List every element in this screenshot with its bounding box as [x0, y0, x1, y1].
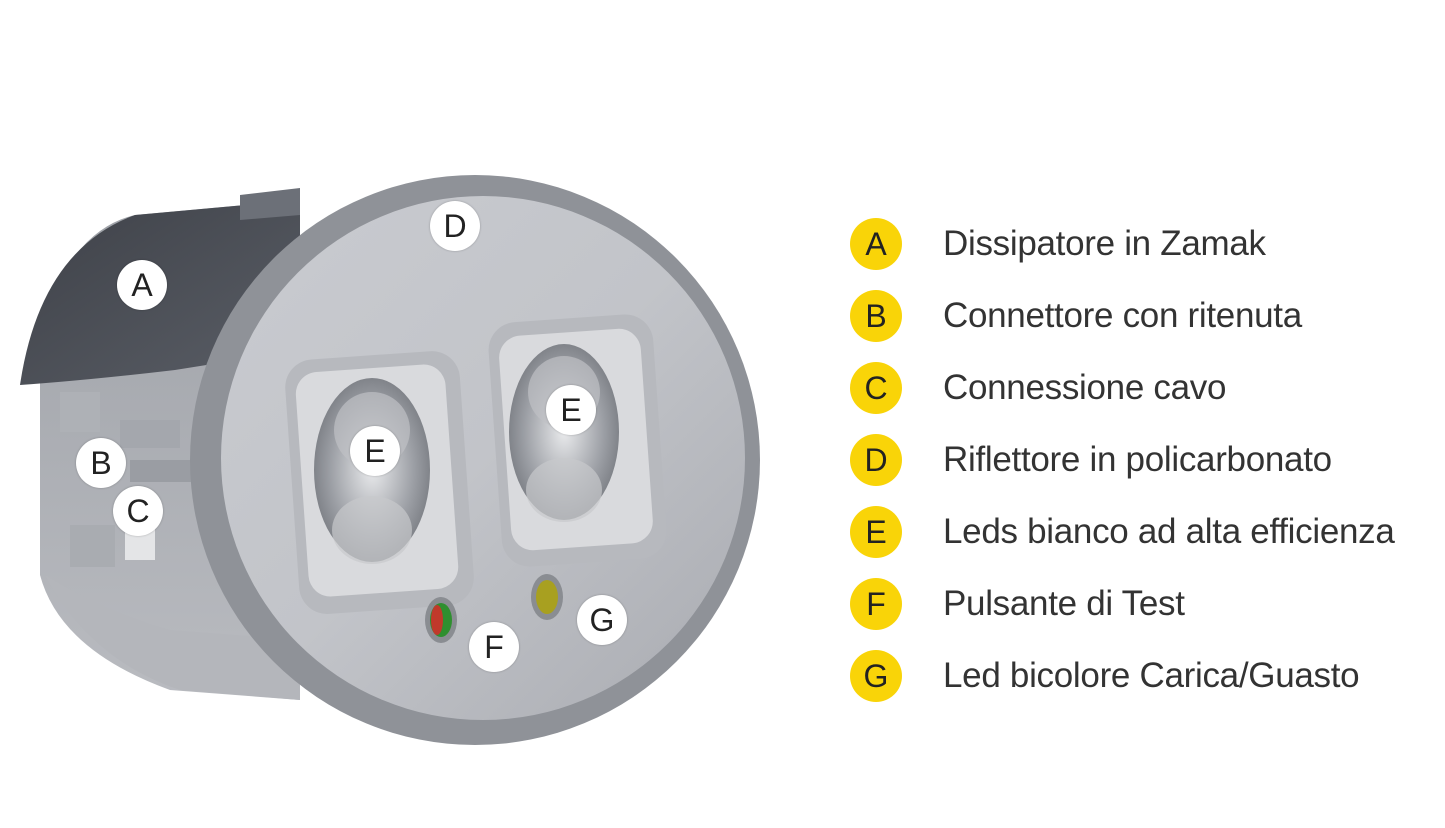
- led-window-right: [488, 314, 667, 567]
- legend-item: F Pulsante di Test: [850, 568, 1440, 640]
- legend-badge: C: [850, 362, 902, 414]
- luminaire-illustration: [20, 175, 760, 745]
- connector-tab: [120, 420, 180, 448]
- legend-label: Connettore con ritenuta: [943, 296, 1302, 335]
- legend-badge: G: [850, 650, 902, 702]
- led-window-left: [285, 351, 474, 614]
- callout-a: A: [117, 260, 167, 310]
- bicolor-led: [531, 574, 563, 620]
- callout-b: B: [76, 438, 126, 488]
- test-button: [425, 597, 457, 643]
- callout-g: G: [577, 595, 627, 645]
- callout-c: C: [113, 486, 163, 536]
- legend-item: G Led bicolore Carica/Guasto: [850, 640, 1440, 712]
- legend-label: Riflettore in policarbonato: [943, 440, 1332, 479]
- legend-item: B Connettore con ritenuta: [850, 280, 1440, 352]
- legend-label: Connessione cavo: [943, 368, 1227, 407]
- callout-f: F: [469, 622, 519, 672]
- legend-label: Pulsante di Test: [943, 584, 1185, 623]
- legend-badge: E: [850, 506, 902, 558]
- legend: A Dissipatore in Zamak B Connettore con …: [850, 208, 1440, 712]
- callout-d: D: [430, 201, 480, 251]
- legend-label: Dissipatore in Zamak: [943, 224, 1266, 263]
- callout-e-right: E: [546, 385, 596, 435]
- legend-item: E Leds bianco ad alta efficienza: [850, 496, 1440, 568]
- callout-e-left: E: [350, 426, 400, 476]
- connector-tab: [60, 392, 100, 432]
- legend-item: A Dissipatore in Zamak: [850, 208, 1440, 280]
- legend-badge: B: [850, 290, 902, 342]
- legend-label: Led bicolore Carica/Guasto: [943, 656, 1360, 695]
- connector-tab: [70, 525, 115, 567]
- legend-item: C Connessione cavo: [850, 352, 1440, 424]
- legend-badge: F: [850, 578, 902, 630]
- legend-badge: D: [850, 434, 902, 486]
- connector-tab: [130, 460, 210, 482]
- legend-item: D Riflettore in policarbonato: [850, 424, 1440, 496]
- legend-label: Leds bianco ad alta efficienza: [943, 512, 1395, 551]
- legend-badge: A: [850, 218, 902, 270]
